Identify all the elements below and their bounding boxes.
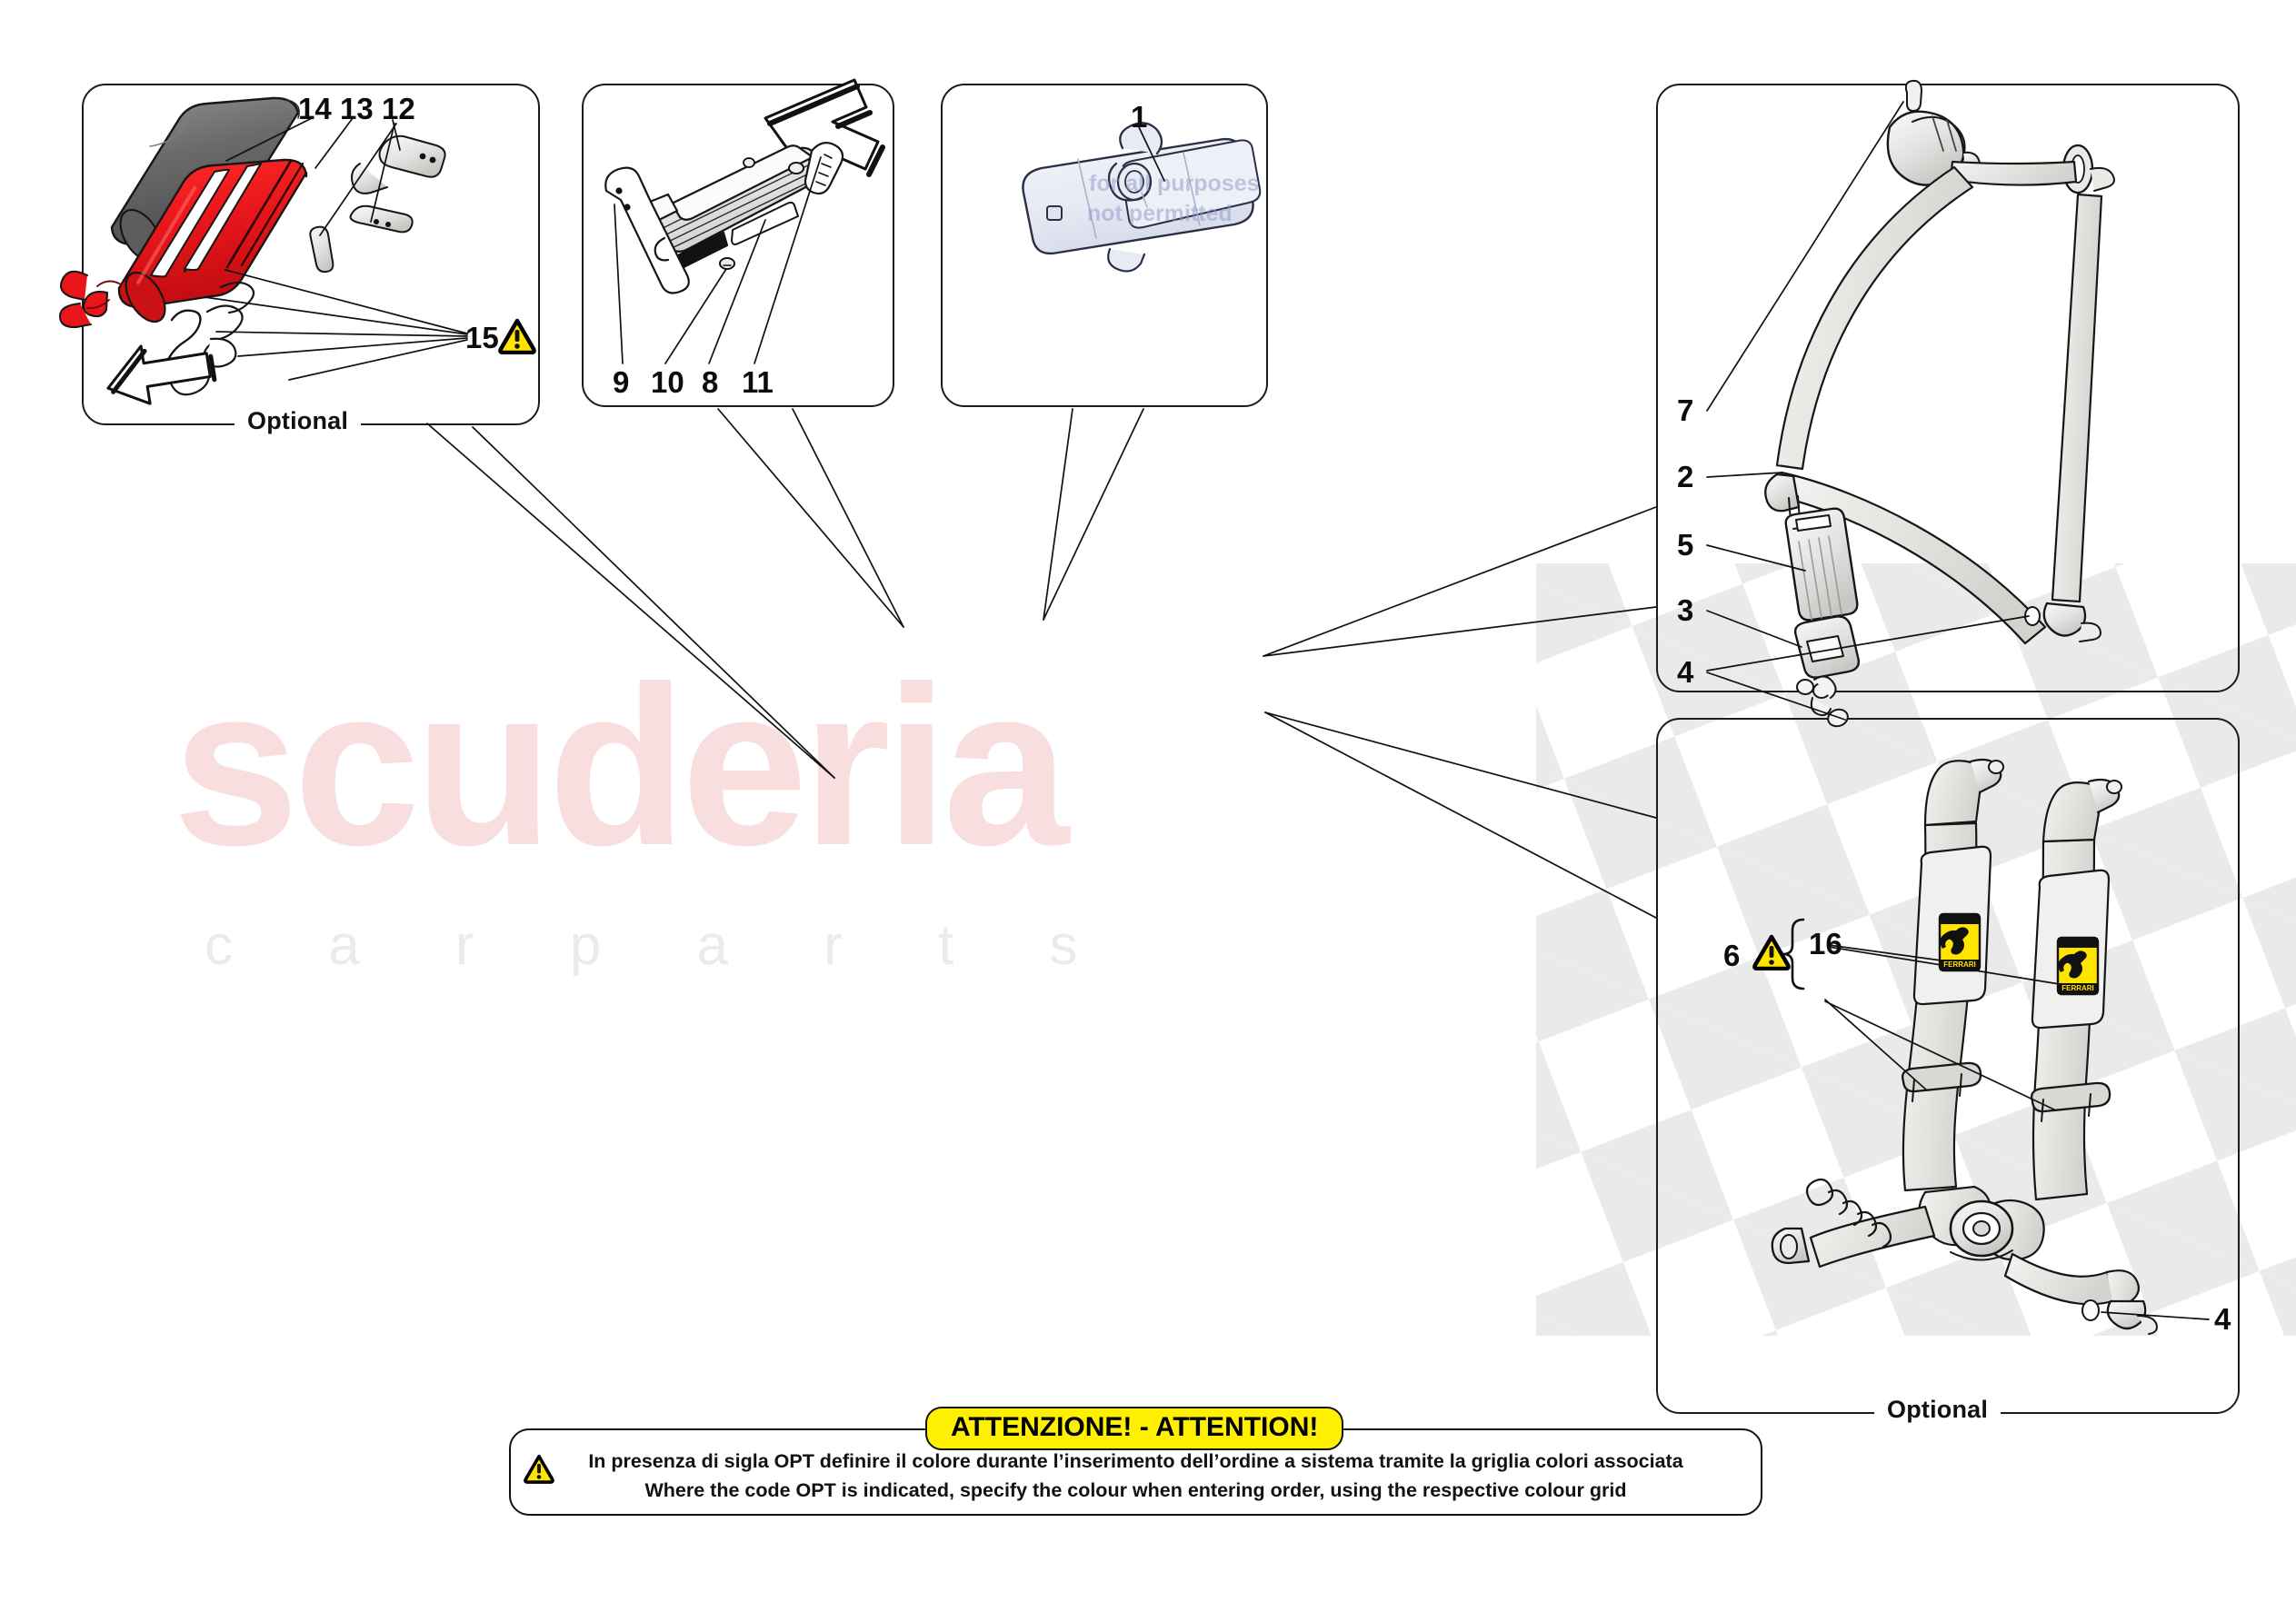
attention-text-english: Where the code OPT is indicated, specify…: [644, 1479, 1627, 1501]
callout-4-harness: 4: [2214, 1302, 2231, 1336]
callout-10: 10: [651, 365, 684, 399]
callout-15: 15: [465, 321, 499, 354]
callout-8: 8: [702, 365, 719, 399]
optional-label-extinguisher: Optional: [235, 409, 362, 433]
fire-extinguisher-panel: [82, 84, 540, 425]
tagline-watermark: c a r p a r t s: [205, 914, 1118, 977]
attention-badge: ATTENZIONE! - ATTENTION!: [925, 1407, 1344, 1450]
warning-triangle-icon-harness: [1752, 934, 1791, 970]
callout-3: 3: [1677, 593, 1694, 627]
callout-11: 11: [742, 365, 774, 399]
rearview-mirror-panel: [941, 84, 1268, 407]
seat-belt-panel: [1656, 84, 2240, 692]
callout-12: 12: [382, 92, 415, 125]
optional-label-harness: Optional: [1874, 1398, 2002, 1422]
callout-5: 5: [1677, 528, 1694, 562]
callout-6: 6: [1723, 939, 1741, 972]
brand-watermark: scuderia: [173, 639, 1069, 892]
racing-harness-panel: [1656, 718, 2240, 1414]
callout-1: 1: [1131, 100, 1148, 134]
warning-triangle-icon: [498, 318, 536, 354]
callout-7: 7: [1677, 393, 1694, 427]
callout-4-seatbelt: 4: [1677, 655, 1694, 689]
callout-16: 16: [1809, 927, 1842, 960]
callout-9: 9: [613, 365, 630, 399]
attention-text-italian: In presenza di sigla OPT definire il col…: [588, 1450, 1683, 1472]
callout-13: 13: [340, 92, 374, 125]
bracket-assembly-panel: [582, 84, 894, 407]
callout-2: 2: [1677, 460, 1694, 493]
warning-triangle-icon-attention: [524, 1454, 554, 1484]
callout-14: 14: [298, 92, 332, 125]
